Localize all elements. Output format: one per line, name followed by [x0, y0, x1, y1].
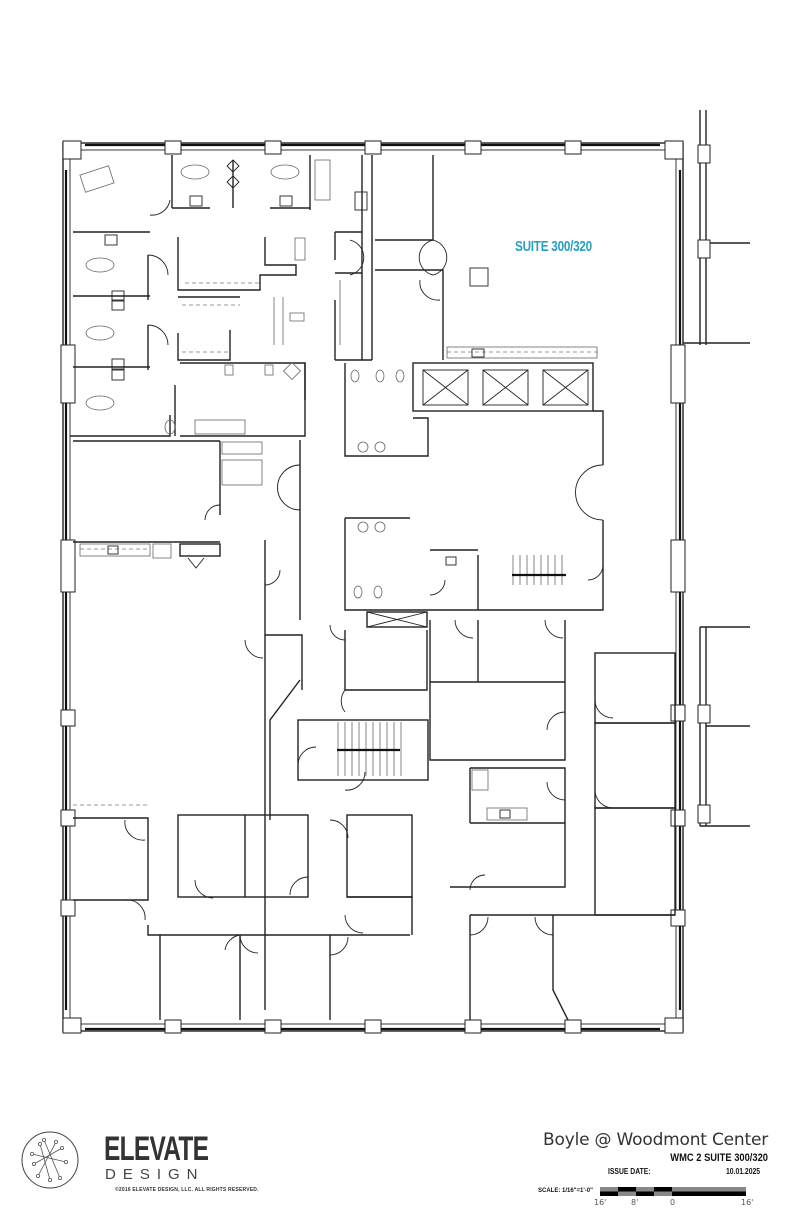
sw-offices	[73, 804, 413, 1020]
logo-subtitle: DESIGN	[105, 1166, 205, 1183]
scale-tick: 16'	[741, 1198, 754, 1207]
graphic-scale-bar	[600, 1187, 746, 1196]
building-core	[297, 362, 604, 781]
project-name: Boyle @ Woodmont Center	[543, 1130, 768, 1150]
west-rooms	[73, 440, 303, 1010]
issue-date-row: ISSUE DATE: 10.01.2025	[508, 1167, 768, 1179]
dental-chairs	[79, 159, 368, 435]
scale-tick: 8'	[631, 1198, 639, 1207]
nw-clinic-walls	[70, 155, 373, 437]
scale-bar-row: SCALE: 1/16"=1'-0" 16' 8' 0 16'	[538, 1187, 768, 1209]
issue-date-label: ISSUE DATE:	[608, 1167, 651, 1176]
logo-copyright: ©2016 ELEVATE DESIGN, LLC. ALL RIGHTS RE…	[115, 1187, 259, 1193]
suite-label: SUITE 300/320	[515, 238, 592, 255]
scale-tick: 0	[670, 1198, 676, 1207]
issue-date-value: 10.01.2025	[725, 1167, 760, 1176]
scale-label: SCALE: 1/16"=1'-0"	[538, 1188, 593, 1194]
title-block: Boyle @ Woodmont Center WMC 2 SUITE 300/…	[508, 1130, 768, 1179]
se-offices	[429, 620, 676, 1021]
scale-tick: 16'	[594, 1198, 607, 1207]
suite-title: WMC 2 SUITE 300/320	[670, 1152, 768, 1164]
exterior-walls	[62, 142, 684, 1032]
adjacent-structure	[683, 110, 750, 827]
logo-title: ELEVATE	[104, 1130, 209, 1168]
company-logo: ELEVATE DESIGN ©2016 ELEVATE DESIGN, LLC…	[20, 1130, 260, 1202]
perimeter-columns	[60, 140, 686, 1034]
door-swings	[124, 199, 614, 956]
network-circle-icon	[21, 1131, 79, 1189]
suite-open-area	[375, 155, 600, 360]
